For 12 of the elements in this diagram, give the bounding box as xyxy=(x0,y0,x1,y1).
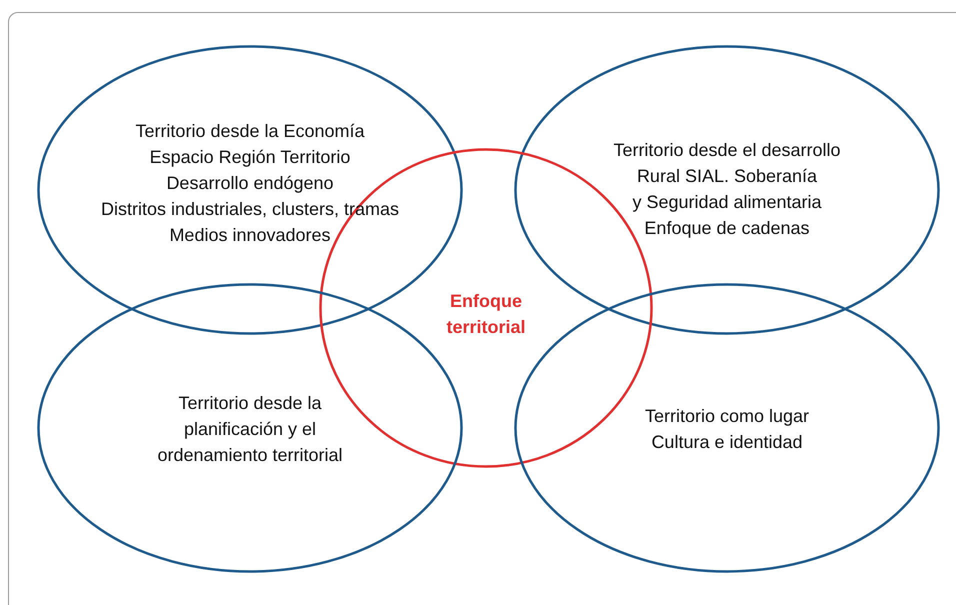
ellipse-text: Territorio desde el desarrollo xyxy=(613,139,841,162)
center-label: Enfoque territorial xyxy=(445,290,527,339)
ellipse-text: Cultura e identidad xyxy=(651,431,803,454)
ellipse-text: Desarrollo endógeno xyxy=(166,172,334,195)
ellipse-text: Enfoque de cadenas xyxy=(644,217,810,240)
ellipse-text: Espacio Región Territorio xyxy=(150,146,350,169)
ellipse-text: Territorio como lugar xyxy=(644,405,810,428)
ellipse-text: Rural SIAL. Soberanía xyxy=(636,165,818,188)
ellipse-text: y Seguridad alimentaria xyxy=(632,191,822,214)
ellipse-text: Medios innovadores xyxy=(169,224,331,247)
ellipse-text: Territorio desde la planificación y el ordenamiento territorial xyxy=(156,392,344,467)
ellipse-text: Territorio desde la Economía xyxy=(135,120,365,143)
